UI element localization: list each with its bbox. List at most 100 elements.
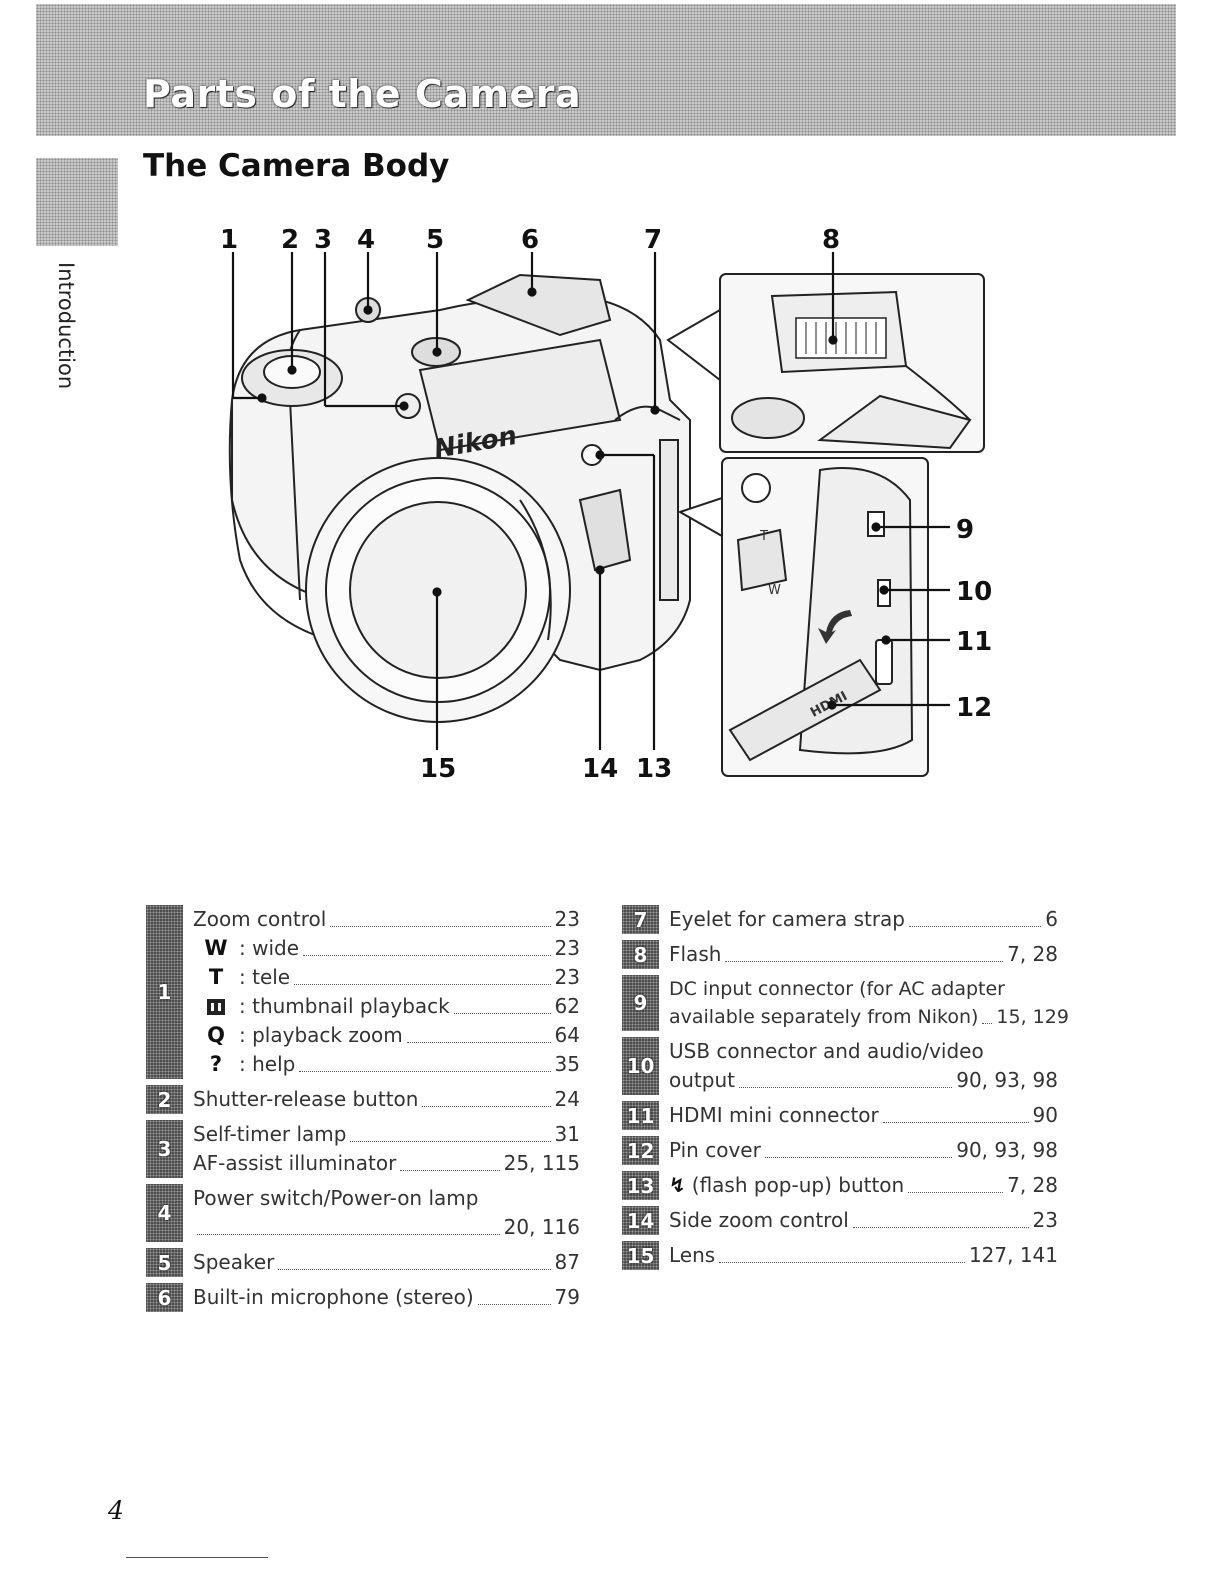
dot-leader: [764, 1157, 953, 1158]
dot-leader: [477, 1304, 551, 1305]
connector-inset: [677, 457, 929, 777]
legend-number-badge: 9: [622, 975, 659, 1031]
legend-number-badge: 15: [622, 1241, 659, 1270]
dot-leader: [453, 1013, 551, 1014]
dot-leader: [982, 1023, 993, 1024]
chapter-tab: [36, 158, 118, 246]
header-band: [36, 4, 1176, 136]
callout-11: 11: [956, 627, 992, 657]
part-label: output: [669, 1068, 735, 1092]
part-label: Eyelet for camera strap: [669, 907, 906, 931]
leader-lines: [231, 252, 950, 750]
callout-3: 3: [314, 225, 332, 255]
callout-6: 6: [521, 225, 539, 255]
legend-line: output 90, 93, 98: [669, 1066, 1058, 1095]
dot-leader: [303, 955, 551, 956]
callout-14: 14: [582, 754, 618, 784]
legend-number-badge: 11: [622, 1101, 659, 1130]
part-label: : wide: [239, 936, 300, 960]
zoom-symbol: Q: [207, 1023, 225, 1047]
camera-body-illustration: [228, 273, 691, 723]
page-reference: 24: [554, 1087, 580, 1111]
part-label: : thumbnail playback: [239, 994, 450, 1018]
page-reference: 23: [554, 907, 580, 931]
legend-line: Side zoom control 23: [669, 1206, 1058, 1235]
callout-12: 12: [956, 693, 992, 723]
page-reference: 7, 28: [1007, 942, 1058, 966]
legend-line: 20, 116: [193, 1213, 580, 1242]
page-reference: 7, 28: [1007, 1173, 1058, 1197]
part-label: Flash: [669, 942, 722, 966]
callout-7: 7: [644, 225, 662, 255]
legend-number-badge: 7: [622, 905, 659, 934]
part-label: : playback zoom: [239, 1023, 403, 1047]
part-label: : help: [239, 1052, 296, 1076]
dot-leader: [852, 1227, 1029, 1228]
dot-leader: [908, 1192, 1004, 1193]
legend-number-badge: 3: [146, 1120, 183, 1178]
page-reference: 6: [1045, 907, 1058, 931]
part-label: Lens: [669, 1243, 716, 1267]
legend-number-badge: 8: [622, 940, 659, 969]
legend-number-badge: 5: [146, 1248, 183, 1277]
dot-leader: [882, 1122, 1029, 1123]
page-title: Parts of the Camera: [143, 72, 582, 116]
callout-2: 2: [281, 225, 299, 255]
callout-5: 5: [426, 225, 444, 255]
section-title: The Camera Body: [143, 148, 450, 184]
legend-line: Shutter-release button 24: [193, 1085, 580, 1114]
legend-entry-8: 8 Flash 7, 28: [622, 940, 1058, 969]
dot-leader: [406, 1042, 551, 1043]
part-label: Speaker: [193, 1250, 275, 1274]
part-label: Shutter-release button: [193, 1087, 419, 1111]
page-reference: 90, 93, 98: [956, 1068, 1058, 1092]
legend-number-badge: 12: [622, 1136, 659, 1165]
part-label: Side zoom control: [669, 1208, 849, 1232]
footer-rule: [126, 1557, 268, 1558]
zoom-symbol: ?: [209, 1052, 223, 1076]
page-reference: 90, 93, 98: [956, 1138, 1058, 1162]
legend-line: USB connector and audio/video: [669, 1037, 1058, 1066]
legend-number-badge: 2: [146, 1085, 183, 1114]
dot-leader: [197, 1234, 500, 1235]
dot-leader: [400, 1170, 500, 1171]
page-reference: 31: [554, 1122, 580, 1146]
page-reference: 23: [1032, 1208, 1058, 1232]
part-label: HDMI mini connector: [669, 1103, 879, 1127]
legend-number-badge: 6: [146, 1283, 183, 1312]
callout-15: 15: [420, 754, 456, 784]
page-reference: 79: [554, 1285, 580, 1309]
legend-entry-7: 7 Eyelet for camera strap 6: [622, 905, 1058, 934]
dot-leader: [909, 926, 1042, 927]
part-label: : tele: [239, 965, 291, 989]
page-reference: 127, 141: [968, 1243, 1058, 1267]
flash-icon: ↯: [669, 1173, 686, 1197]
zoom-w-mark: W: [768, 583, 781, 598]
legend-line: DC input connector (for AC adapter: [669, 975, 1069, 1003]
part-label: available separately from Nikon): [669, 1006, 979, 1028]
dot-leader: [719, 1262, 965, 1263]
legend-line: Power switch/Power-on lamp: [193, 1184, 580, 1213]
thumbnail-icon: [199, 992, 233, 1021]
callout-8: 8: [822, 225, 840, 255]
camera-diagram: Nikon HDMI T W: [220, 225, 992, 784]
dot-leader: [725, 961, 1004, 962]
page-reference: 15, 129: [996, 1006, 1069, 1028]
part-label: (flash pop-up) button: [691, 1173, 905, 1197]
dot-leader: [278, 1269, 551, 1270]
